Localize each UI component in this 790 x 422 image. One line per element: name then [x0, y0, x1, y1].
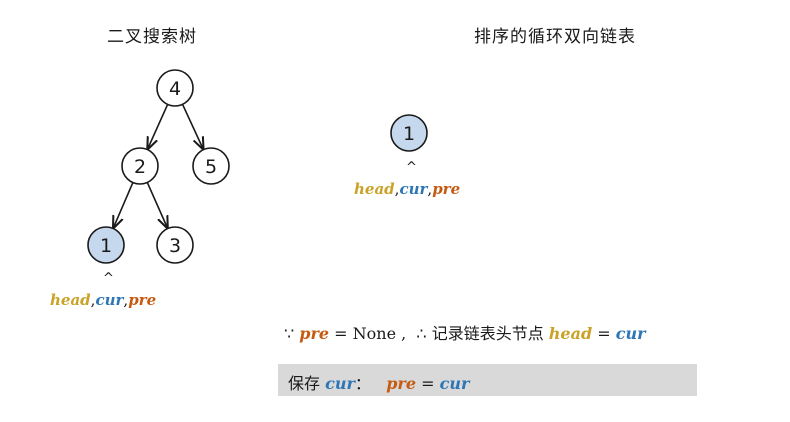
tree-node-2: 2 — [121, 147, 159, 185]
tree-node-2-label: 2 — [134, 156, 146, 178]
note-eq: = — [592, 324, 616, 343]
action-cur-value: cur — [439, 374, 470, 393]
note-head: head — [548, 324, 593, 343]
list-caret: ^ — [406, 160, 417, 175]
because-symbol: ∵ — [284, 324, 295, 343]
note-cur: cur — [615, 324, 646, 343]
note-eq-none: = None , — [329, 324, 417, 343]
list-sep: , — [427, 180, 433, 198]
action-label: 保存 — [288, 374, 321, 393]
tree-pointer-labels: head,cur,pre — [50, 291, 156, 309]
tree-node-5-label: 5 — [205, 156, 217, 178]
tree-node-5-circle — [192, 147, 230, 185]
list-node-1: 1 — [390, 114, 428, 152]
tree-sep: , — [90, 291, 96, 309]
tree-pre-pointer: pre — [128, 291, 157, 309]
tree-node-2-circle — [121, 147, 159, 185]
tree-node-1: 1 — [87, 226, 125, 264]
list-head-pointer: head — [354, 180, 395, 198]
tree-node-4-circle — [156, 69, 194, 107]
tree-nodes: 4 2 5 1 3 — [87, 69, 230, 264]
list-node-1-label: 1 — [403, 123, 415, 145]
list-pointer-labels: head,cur,pre — [354, 180, 460, 198]
tree-node-5: 5 — [192, 147, 230, 185]
tree-edges — [114, 104, 204, 227]
action-text: 保存 cur： pre = cur — [288, 370, 469, 394]
tree-node-3: 3 — [156, 226, 194, 264]
therefore-symbol: ∴ — [416, 324, 427, 343]
list-title: 排序的循环双向链表 — [474, 27, 636, 47]
tree-edge-n2-n3 — [146, 182, 167, 227]
action-colon: ： — [354, 374, 371, 393]
tree-title: 二叉搜索树 — [107, 27, 197, 47]
action-box: 保存 cur： pre = cur — [278, 364, 697, 396]
list-node-group: 1 — [390, 114, 428, 152]
tree-sep: , — [123, 291, 129, 309]
tree-node-3-label: 3 — [169, 235, 181, 257]
tree-node-3-circle — [156, 226, 194, 264]
action-cur: cur — [325, 374, 355, 393]
tree-edge-n4-n5 — [181, 104, 203, 148]
tree-edge-n2-n1 — [114, 182, 134, 228]
note-pre: pre — [299, 324, 330, 343]
tree-node-4-label: 4 — [169, 78, 181, 100]
list-pre-pointer: pre — [432, 180, 461, 198]
list-sep: , — [394, 180, 400, 198]
tree-node-4: 4 — [156, 69, 194, 107]
tree-node-1-label: 1 — [100, 235, 112, 257]
note-text: 记录链表头节点 — [431, 324, 544, 343]
condition-note: ∵ pre = None , ∴ 记录链表头节点 head = cur — [284, 320, 646, 344]
action-eq: = — [416, 374, 440, 393]
tree-node-1-circle — [87, 226, 125, 264]
tree-caret: ^ — [103, 271, 114, 286]
list-cur-pointer: cur — [399, 180, 428, 198]
tree-edge-n4-n2 — [148, 104, 169, 148]
list-node-1-circle — [390, 114, 428, 152]
action-pre: pre — [386, 374, 416, 393]
tree-head-pointer: head — [50, 291, 91, 309]
tree-cur-pointer: cur — [95, 291, 124, 309]
